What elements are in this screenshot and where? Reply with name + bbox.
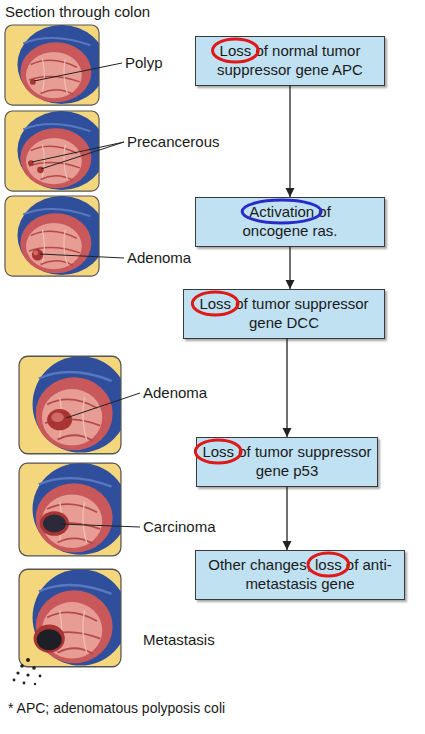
box-text: Loss of tumor suppressor gene p53 xyxy=(200,443,374,481)
part-label: Precancerous xyxy=(127,133,220,150)
process-box: Activation of oncogene ras. xyxy=(195,197,385,247)
box-text: Loss of tumor suppressor gene DCC xyxy=(188,295,380,333)
blue-highlight-ellipse xyxy=(242,200,321,223)
part-label: Metastasis xyxy=(143,631,215,648)
process-box: Loss of tumor suppressor gene DCC xyxy=(183,289,385,339)
colon-section xyxy=(5,25,106,105)
metastasis-cells xyxy=(13,658,42,685)
part-label: Carcinoma xyxy=(143,518,216,535)
colon-section xyxy=(5,111,106,191)
part-label: Polyp xyxy=(125,54,163,71)
process-box: Other changes; loss of anti-metastasis g… xyxy=(195,550,405,600)
part-label: Adenoma xyxy=(143,384,207,401)
colon-section xyxy=(19,463,128,556)
red-highlight-ellipse xyxy=(195,440,241,463)
red-highlight-ellipse xyxy=(213,39,259,62)
process-box: Loss of tumor suppressor gene p53 xyxy=(196,437,378,487)
process-box: Loss of normal tumor suppressor gene APC xyxy=(195,36,385,86)
leader-line xyxy=(32,63,140,527)
box-text: Activation of oncogene ras. xyxy=(226,203,354,241)
red-highlight-ellipse xyxy=(192,292,238,315)
flow-arrow xyxy=(286,487,287,551)
flow-arrow xyxy=(289,247,290,290)
box-text: Other changes; loss of anti-metastasis g… xyxy=(200,556,400,594)
footnote-text: * APC; adenomatous polyposis coli xyxy=(8,700,225,716)
box-text: Loss of normal tumor suppressor gene APC xyxy=(200,42,380,80)
part-label: Adenoma xyxy=(127,249,191,266)
colon-section xyxy=(19,356,128,454)
colon-section xyxy=(19,569,128,667)
flow-arrow xyxy=(289,86,290,198)
title-text: Section through colon xyxy=(5,3,150,20)
flow-arrow xyxy=(286,339,287,438)
red-highlight-ellipse xyxy=(308,553,349,576)
colon-section xyxy=(5,196,106,276)
